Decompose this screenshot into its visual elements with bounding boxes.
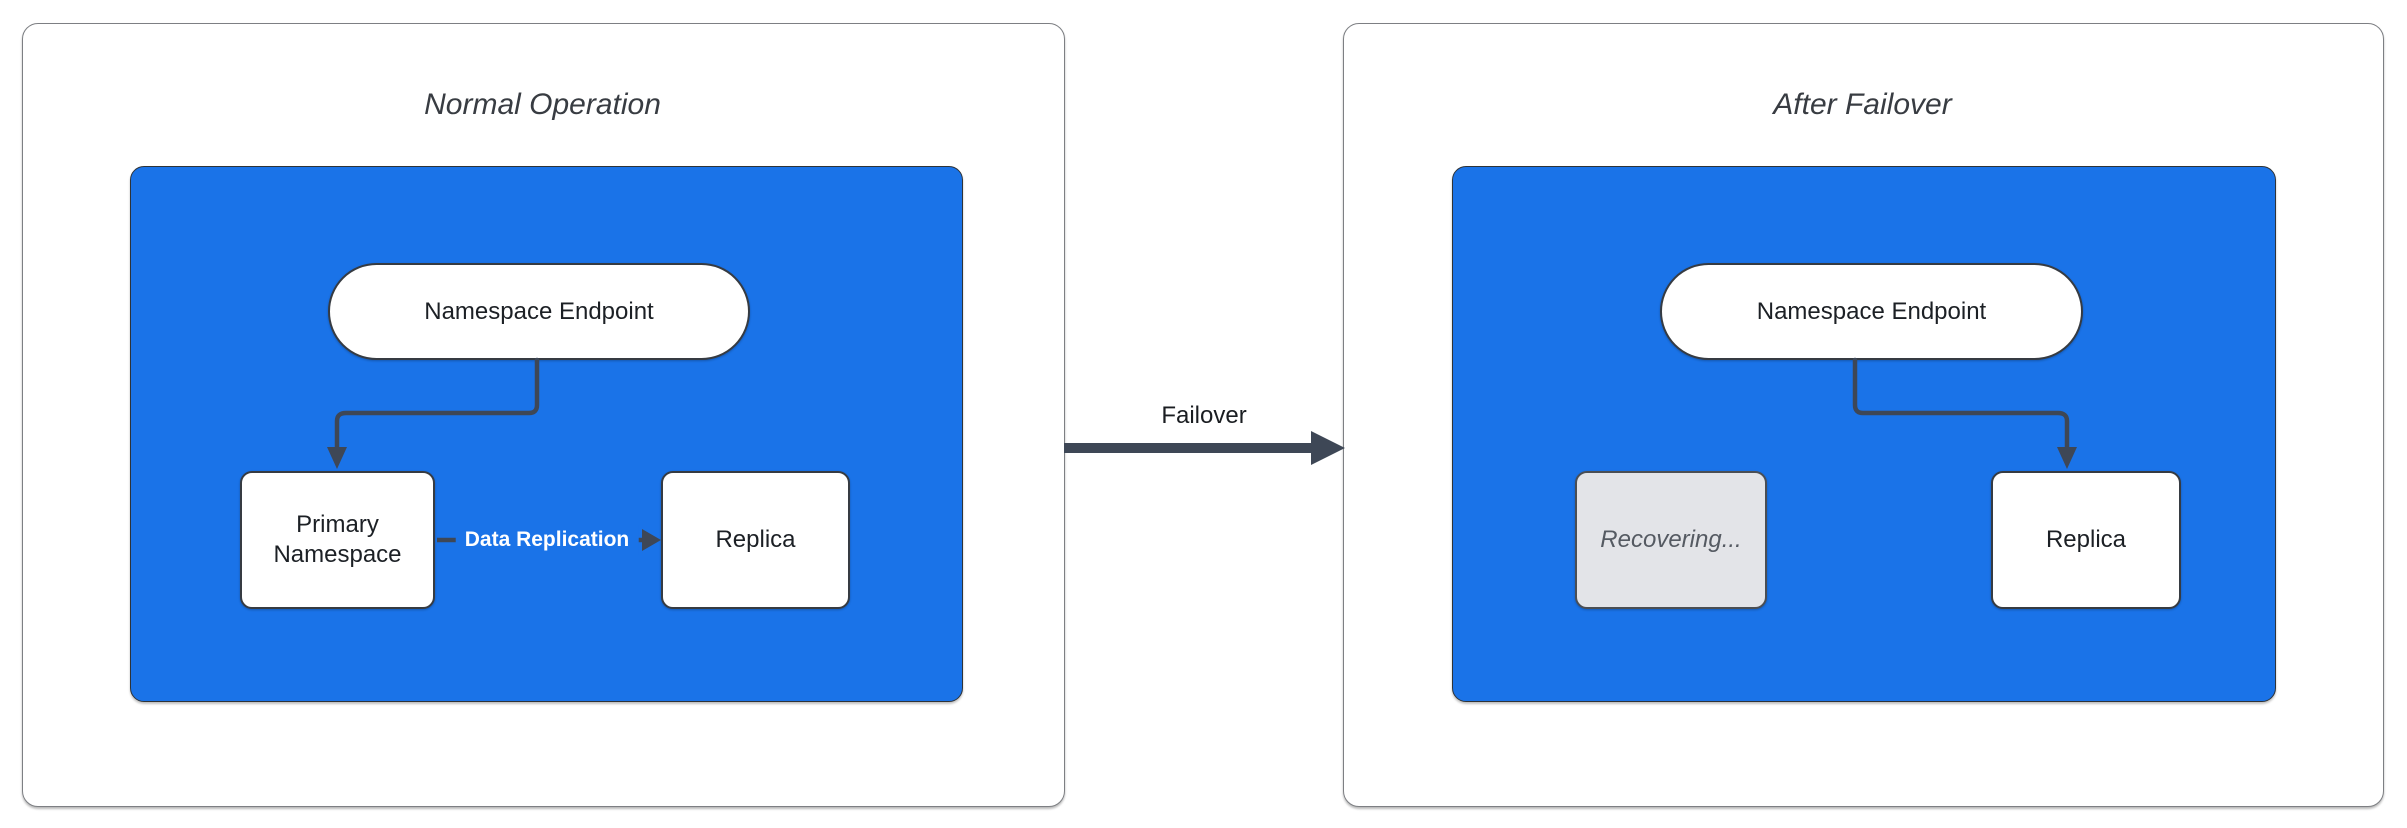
replica-node-failover: Replica: [1991, 471, 2181, 609]
data-replication-edge-label: Data Replication: [455, 525, 639, 555]
failover-edge-label: Failover: [1161, 402, 1247, 429]
replica-label: Replica: [715, 526, 796, 553]
primary-namespace-node: Primary Namespace: [240, 471, 435, 609]
primary-namespace-label: Primary Namespace: [273, 511, 402, 568]
namespace-cluster-normal: [130, 166, 963, 702]
replica-node-normal: Replica: [661, 471, 850, 609]
recovering-node: Recovering...: [1575, 471, 1767, 609]
arrowhead-failover: [1311, 431, 1345, 465]
namespace-endpoint-node-normal: Namespace Endpoint: [328, 263, 750, 360]
namespace-endpoint-node-failover: Namespace Endpoint: [1660, 263, 2083, 360]
replica-label: Replica: [2045, 526, 2127, 553]
recovering-label: Recovering...: [1600, 526, 1742, 553]
namespace-endpoint-label: Namespace Endpoint: [424, 297, 654, 325]
panel-after-failover-title: After Failover: [1773, 88, 1952, 121]
panel-normal-operation-title: Normal Operation: [424, 88, 661, 121]
namespace-cluster-failover: [1452, 166, 2276, 702]
namespace-endpoint-label: Namespace Endpoint: [1756, 297, 1987, 325]
